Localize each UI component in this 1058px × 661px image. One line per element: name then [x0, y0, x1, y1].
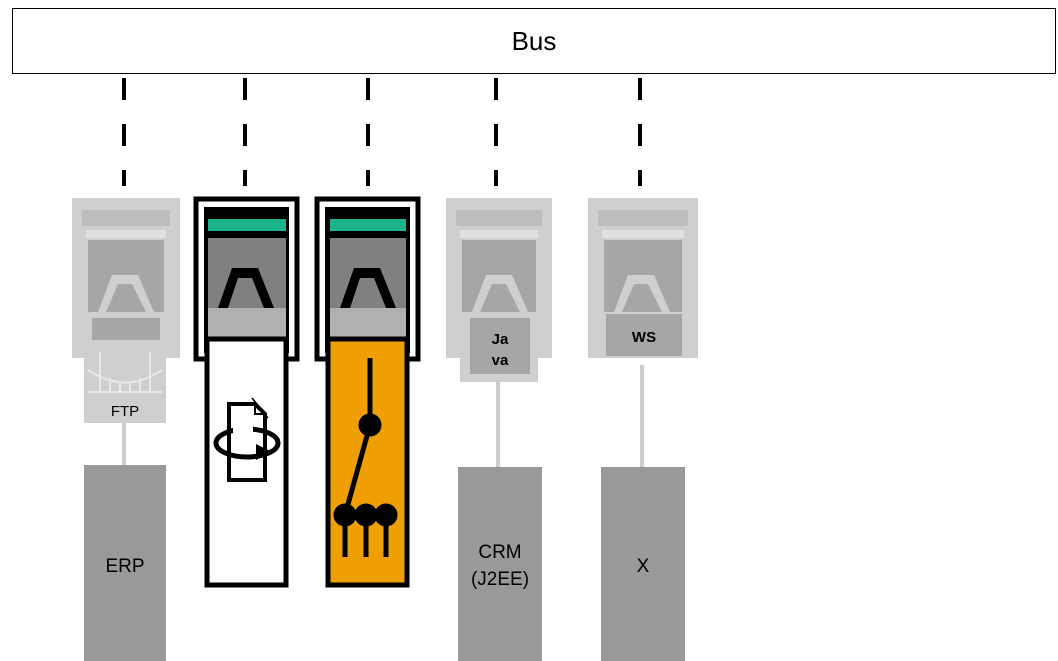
adapter-ws[interactable]: X WS — [588, 198, 698, 661]
system-crm-box — [458, 467, 542, 661]
document-transform-icon — [213, 397, 281, 482]
adapter-java-badge-label: Ja — [492, 331, 509, 348]
adapter-router[interactable] — [314, 196, 421, 588]
router-switch-icon — [333, 358, 398, 557]
adapter-java-badge-label-2: va — [492, 352, 509, 369]
system-crm-label: CRM — [478, 542, 521, 563]
bridge-icon — [87, 352, 163, 393]
system-x-label: X — [637, 556, 650, 577]
adapter-ftp-badge-label: FTP — [111, 403, 139, 420]
system-erp-box — [84, 465, 166, 661]
system-x-box — [601, 467, 685, 661]
adapter-ftp[interactable]: ERP FTP — [72, 198, 180, 661]
adapter-transform[interactable] — [193, 196, 300, 588]
accent-bar — [208, 219, 286, 231]
adapter-ws-badge-label: WS — [632, 329, 656, 346]
bus-connectors — [122, 78, 642, 186]
adapter-ftp-badge — [84, 345, 166, 423]
system-erp-label: ERP — [105, 556, 144, 577]
accent-bar — [330, 219, 406, 231]
port-icon — [340, 268, 396, 308]
port-icon — [218, 268, 274, 308]
port-icon — [614, 275, 670, 312]
adapter-java[interactable]: CRM (J2EE) Ja va — [446, 198, 552, 661]
bus-bar: Bus — [12, 8, 1056, 74]
port-icon — [98, 275, 154, 312]
bus-label: Bus — [511, 25, 557, 56]
system-crm-sublabel: (J2EE) — [471, 569, 529, 590]
port-icon — [472, 275, 528, 312]
